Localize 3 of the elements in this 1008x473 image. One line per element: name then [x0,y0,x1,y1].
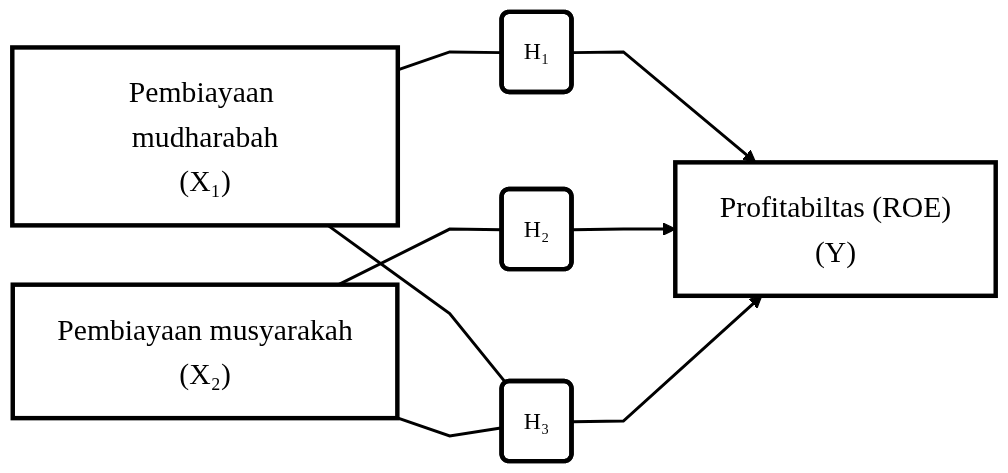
node-box: Pembiayaan musyarakah (X₂) [10,282,400,421]
node-box: Pembiayaan mudharabah (X₁) [10,45,401,228]
node-box: Profitabiltas (ROE) (Y) [673,160,998,299]
